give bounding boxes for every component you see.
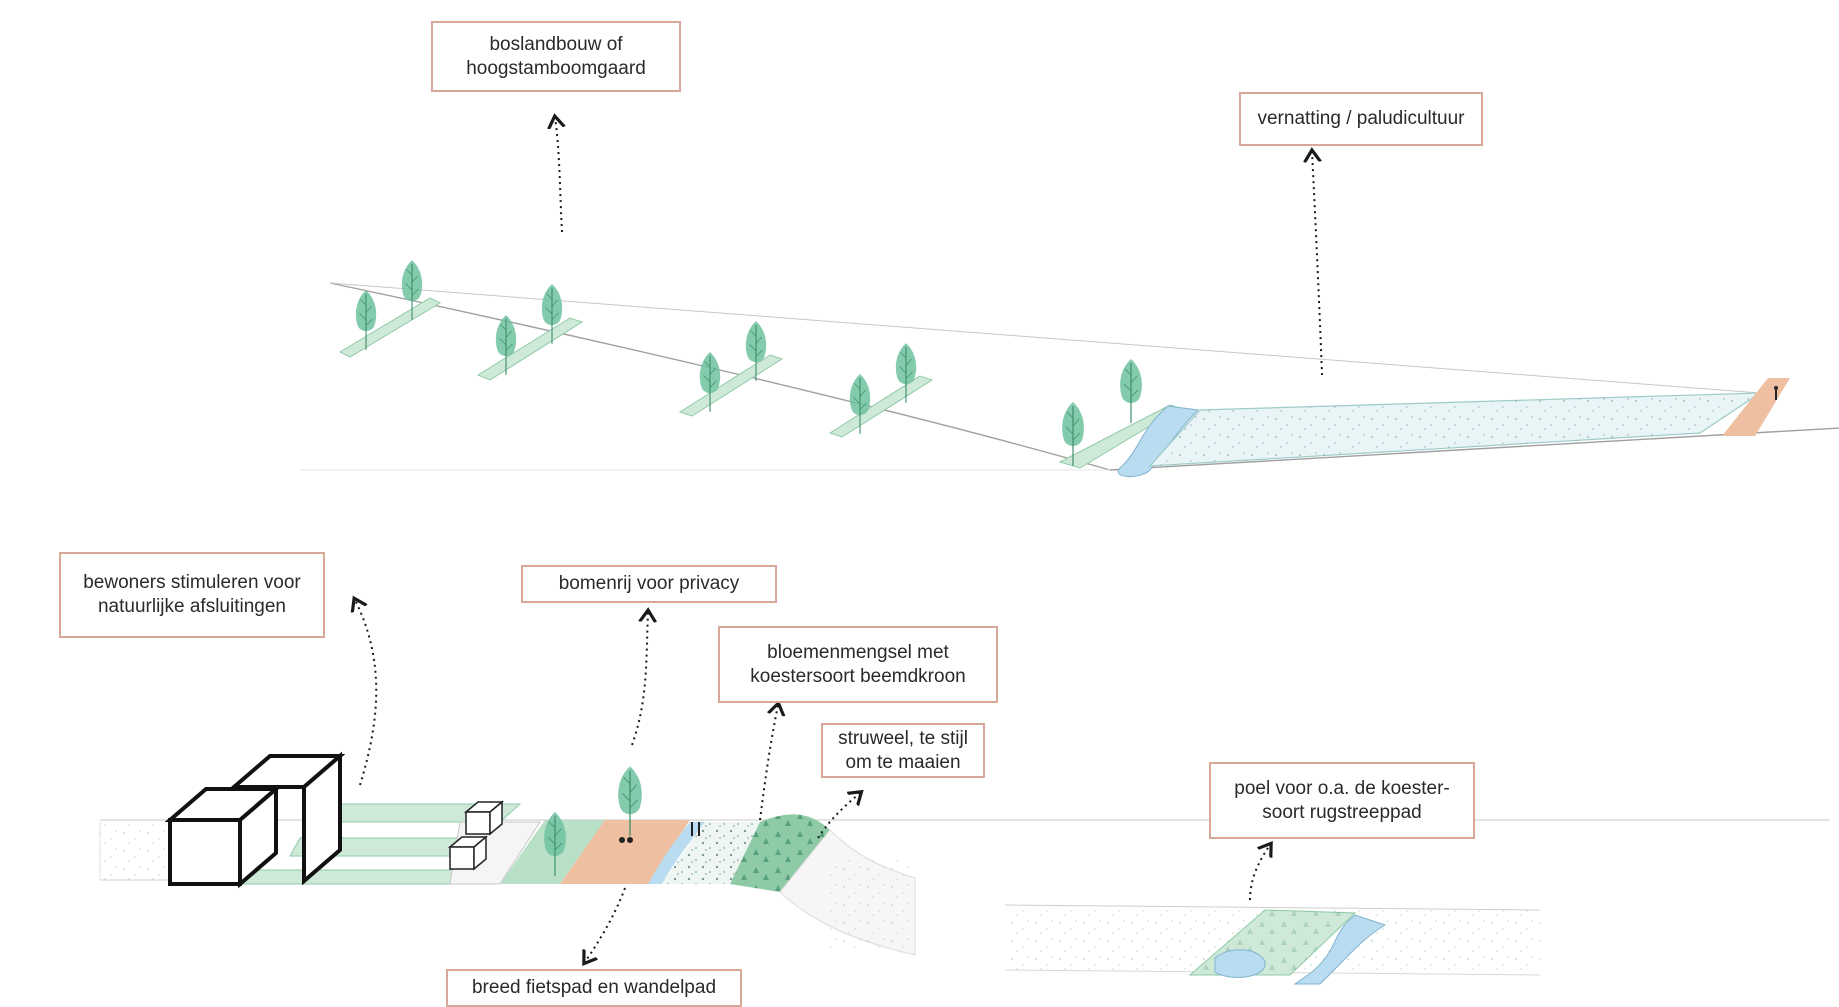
arrow-poel [1249, 845, 1270, 901]
cyclist-icon [619, 837, 633, 843]
garden-strip [229, 869, 461, 885]
tree-strip [476, 283, 584, 381]
pond-water [1214, 949, 1266, 978]
label-poel: poel voor o.a. de koester- soort rugstre… [1209, 762, 1475, 839]
arrow-vernatting [1312, 152, 1323, 376]
bottom-left-section [99, 600, 1830, 962]
top-path [1722, 378, 1790, 436]
arrow-bomenrij [631, 612, 648, 746]
bottom-right-section [1004, 845, 1541, 985]
top-section [300, 118, 1839, 477]
house [228, 751, 346, 886]
top-ground-back-line [329, 282, 1761, 394]
stream-water [1293, 914, 1387, 985]
arrow-bloemenmengsel [759, 705, 778, 821]
label-bloemenmengsel: bloemenmengsel met koestersoort beemdkro… [718, 626, 998, 703]
label-vernatting: vernatting / paludicultuur [1239, 92, 1483, 146]
person-icon [691, 822, 700, 836]
arrow-bewoners [355, 600, 378, 786]
arrow-boslandbouw [555, 118, 562, 233]
label-struweel: struweel, te stijl om te maaien [821, 723, 985, 778]
label-bewoners: bewoners stimuleren voor natuurlijke afs… [59, 552, 325, 638]
garden-shed [447, 835, 489, 871]
person-icon [1774, 386, 1778, 400]
tree-strip [828, 342, 934, 438]
house [164, 784, 282, 889]
garden-shed [463, 800, 505, 836]
label-boslandbouw: boslandbouw of hoogstamboomgaard [431, 21, 681, 92]
arrow-struweel [817, 793, 860, 839]
ditch-water [648, 822, 705, 884]
stream-water [1117, 405, 1200, 477]
label-bomenrij: bomenrij voor privacy [521, 565, 777, 603]
arrow-fietspad [585, 887, 626, 962]
tree-strip [678, 320, 784, 417]
label-fietspad: breed fietspad en wandelpad [446, 969, 742, 1007]
tree-strip [338, 259, 442, 358]
